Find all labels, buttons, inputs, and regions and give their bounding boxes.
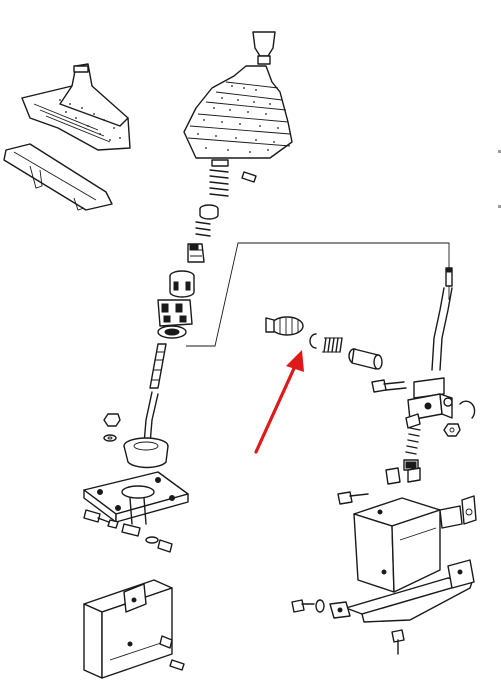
yoke-bolt <box>371 379 407 393</box>
console-trim-panel <box>3 143 113 211</box>
ball-socket-cup <box>169 270 195 298</box>
shift-boot <box>183 65 293 159</box>
lock-spring <box>195 221 211 237</box>
shift-rod <box>431 267 453 371</box>
support-bracket <box>329 559 475 623</box>
scroll-mark <box>498 150 501 153</box>
bracket-tab <box>461 495 477 525</box>
support-bolt <box>391 629 405 655</box>
rubber-buffer <box>265 316 304 336</box>
console-boot <box>21 63 131 151</box>
lower-bracket <box>83 579 185 679</box>
lever-ball-housing <box>123 437 169 469</box>
bracket-bolt <box>337 491 369 505</box>
pivot-pin <box>348 348 383 370</box>
yoke-nut <box>443 423 461 437</box>
upper-spring <box>209 159 229 197</box>
yoke-circlip <box>459 400 476 419</box>
shift-knob <box>252 31 276 65</box>
rubber-pads <box>385 467 421 485</box>
circlip <box>309 333 317 349</box>
gearbox-bracket <box>353 497 463 593</box>
bushing <box>199 204 219 220</box>
boot-retainer-clip <box>241 171 257 183</box>
detent-spring <box>403 427 421 471</box>
coil-spring <box>322 337 343 353</box>
shift-lever-rod <box>143 343 167 445</box>
washer-nut-pair <box>103 413 121 442</box>
mount-bolt <box>83 509 173 553</box>
linkage-outline <box>186 242 450 347</box>
lower-bolt-washer <box>291 599 325 613</box>
scroll-mark <box>498 205 501 208</box>
lever-gate <box>157 299 193 339</box>
lever-base-plate <box>83 471 189 525</box>
selector-yoke <box>405 377 453 429</box>
lever-guide-sleeve <box>187 243 205 263</box>
highlight-arrow <box>254 350 304 454</box>
